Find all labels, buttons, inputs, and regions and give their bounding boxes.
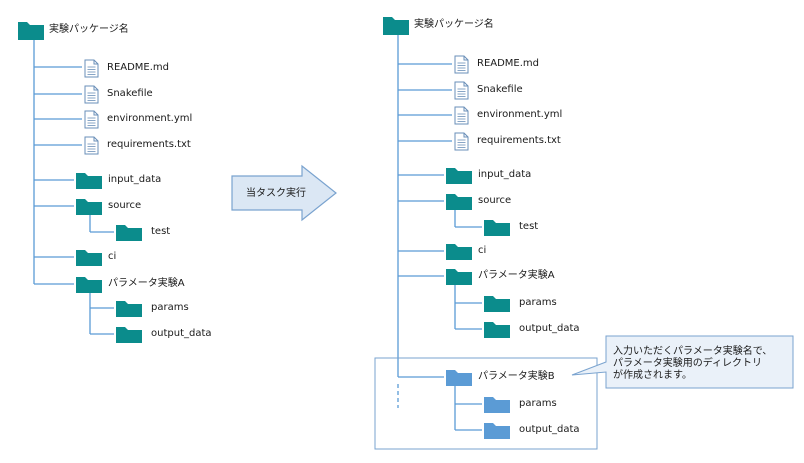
- folder-icon: [76, 172, 102, 189]
- folder-icon: [446, 193, 472, 210]
- left-outputA-label: output_data: [151, 328, 212, 339]
- right-paramsB-label: params: [519, 398, 557, 409]
- left-req-label: requirements.txt: [107, 139, 191, 150]
- folder-icon: [116, 326, 142, 343]
- file-icon: [84, 59, 99, 77]
- left-outputA-node: output_data: [115, 323, 212, 345]
- right-env-label: environment.yml: [477, 109, 563, 120]
- left-snakefile-node: Snakefile: [84, 83, 153, 105]
- callout-line-1: 入力いただくパラメータ実験名で、: [613, 346, 773, 357]
- right-outputA-node: output_data: [483, 318, 580, 340]
- right-paramsB-node: params: [483, 393, 557, 415]
- folder-icon: [116, 300, 142, 317]
- right-snakefile-label: Snakefile: [477, 84, 523, 95]
- folder-icon: [484, 321, 510, 338]
- left-root-label: 実験パッケージ名: [49, 24, 129, 35]
- right-expA-node: パラメータ実験A: [445, 265, 555, 287]
- right-req-label: requirements.txt: [477, 135, 561, 146]
- left-expA-label: パラメータ実験A: [108, 278, 185, 289]
- file-icon: [84, 110, 99, 128]
- folder-icon: [484, 396, 510, 413]
- left-ci-node: ci: [75, 246, 116, 268]
- left-source-node: source: [75, 195, 141, 217]
- file-icon: [84, 136, 99, 154]
- right-outputA-label: output_data: [519, 323, 580, 334]
- right-expB-node: パラメータ実験B: [445, 366, 555, 388]
- left-source-label: source: [108, 200, 142, 211]
- left-input-label: input_data: [108, 174, 162, 185]
- left-input-node: input_data: [75, 169, 161, 191]
- file-icon: [454, 81, 469, 99]
- file-icon: [454, 132, 469, 150]
- left-paramsA-node: params: [115, 297, 189, 319]
- task-arrow: [231, 164, 337, 222]
- callout-bubble: [571, 335, 794, 389]
- folder-icon: [446, 243, 472, 260]
- file-icon: [454, 106, 469, 124]
- right-snakefile-node: Snakefile: [454, 79, 523, 101]
- file-icon: [84, 85, 99, 103]
- folder-icon: [484, 219, 510, 236]
- right-source-label: source: [478, 195, 512, 206]
- right-expA-label: パラメータ実験A: [478, 270, 555, 281]
- right-outputB-label: output_data: [519, 424, 580, 435]
- left-root-node: 実験パッケージ名: [17, 19, 129, 41]
- right-outputB-node: output_data: [483, 419, 580, 441]
- new-experiment-box: [374, 357, 598, 450]
- file-icon: [454, 55, 469, 73]
- right-env-node: environment.yml: [454, 104, 562, 126]
- left-paramsA-label: params: [151, 302, 189, 313]
- left-readme-node: README.md: [84, 57, 169, 79]
- right-root-label: 実験パッケージ名: [414, 19, 494, 30]
- folder-icon: [446, 369, 472, 386]
- folder-icon: [116, 224, 142, 241]
- folder-icon: [383, 17, 409, 35]
- left-env-label: environment.yml: [107, 113, 193, 124]
- folder-icon: [484, 422, 510, 439]
- left-test-label: test: [151, 226, 171, 237]
- folder-icon: [18, 22, 44, 40]
- callout-line-3: が作成されます。: [613, 370, 692, 381]
- folder-icon: [76, 276, 102, 293]
- left-ci-label: ci: [108, 251, 117, 262]
- right-root-node: 実験パッケージ名: [382, 14, 494, 36]
- right-paramsA-label: params: [519, 297, 557, 308]
- right-test-node: test: [483, 216, 538, 238]
- right-expB-label: パラメータ実験B: [478, 371, 555, 382]
- callout-line-2: パラメータ実験用のディレクトリ: [613, 358, 762, 369]
- right-input-node: input_data: [445, 164, 531, 186]
- folder-icon: [76, 198, 102, 215]
- left-snakefile-label: Snakefile: [107, 88, 153, 99]
- folder-icon: [446, 268, 472, 285]
- left-expA-node: パラメータ実験A: [75, 273, 185, 295]
- callout-text: 入力いただくパラメータ実験名で、 パラメータ実験用のディレクトリ が作成されます…: [613, 346, 793, 382]
- folder-icon: [484, 295, 510, 312]
- right-test-label: test: [519, 221, 539, 232]
- left-env-node: environment.yml: [84, 108, 192, 130]
- left-readme-label: README.md: [107, 62, 170, 73]
- left-test-node: test: [115, 221, 170, 243]
- right-req-node: requirements.txt: [454, 130, 561, 152]
- right-readme-label: README.md: [477, 58, 540, 69]
- left-req-node: requirements.txt: [84, 134, 191, 156]
- right-ci-node: ci: [445, 240, 486, 262]
- right-ci-label: ci: [478, 245, 487, 256]
- right-input-label: input_data: [478, 169, 532, 180]
- right-readme-node: README.md: [454, 53, 539, 75]
- right-paramsA-node: params: [483, 292, 557, 314]
- right-source-node: source: [445, 190, 511, 212]
- task-arrow-label: 当タスク実行: [246, 188, 306, 199]
- folder-icon: [76, 249, 102, 266]
- folder-icon: [446, 167, 472, 184]
